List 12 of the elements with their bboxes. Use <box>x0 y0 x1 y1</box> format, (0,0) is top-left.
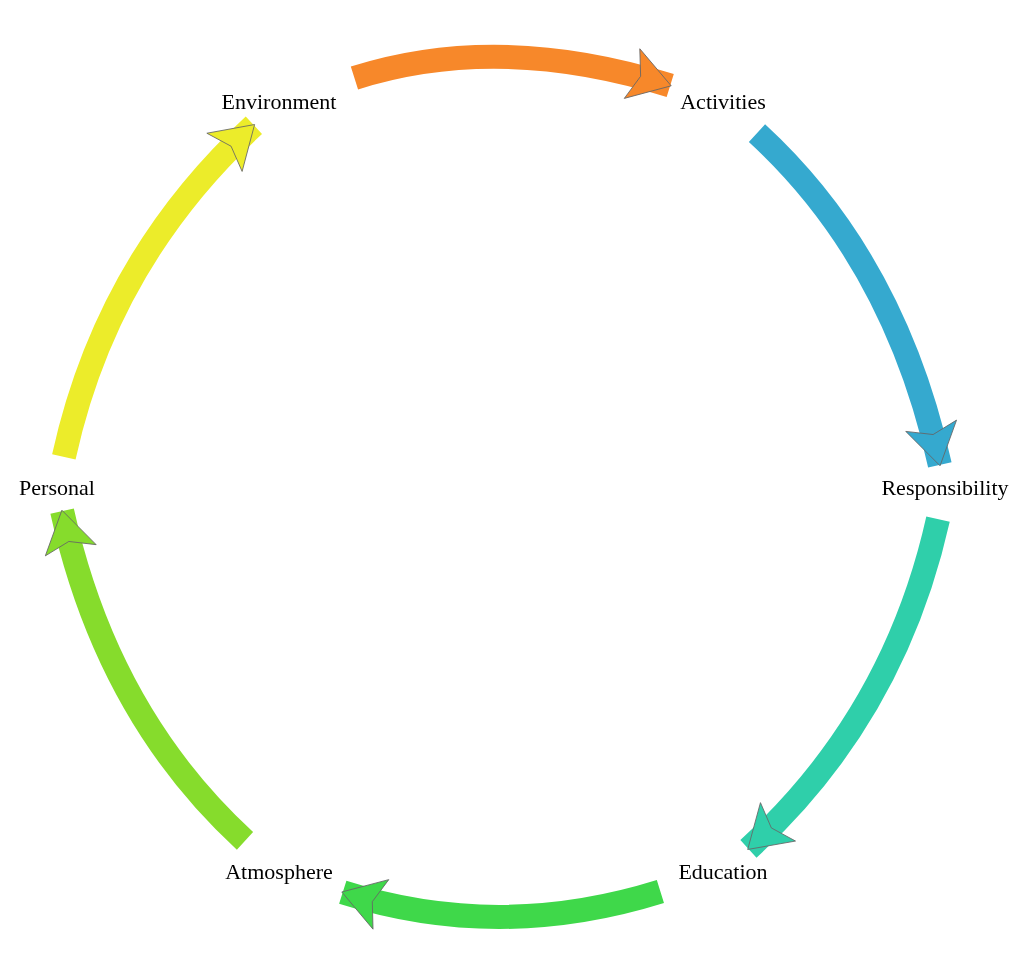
cycle-label: Activities <box>680 88 766 116</box>
cycle-label: Education <box>678 858 768 886</box>
curved-arrow <box>740 516 950 858</box>
cycle-label: Environment <box>221 88 337 116</box>
cycle-label: Atmosphere <box>225 858 333 886</box>
curved-arrow <box>339 878 664 929</box>
cycle-label: Personal <box>19 474 95 502</box>
curved-arrow <box>748 124 956 468</box>
curved-arrow <box>45 508 254 850</box>
curved-arrow <box>52 116 263 460</box>
curved-arrow <box>351 44 674 100</box>
cycle-label: Responsibility <box>881 474 1009 502</box>
